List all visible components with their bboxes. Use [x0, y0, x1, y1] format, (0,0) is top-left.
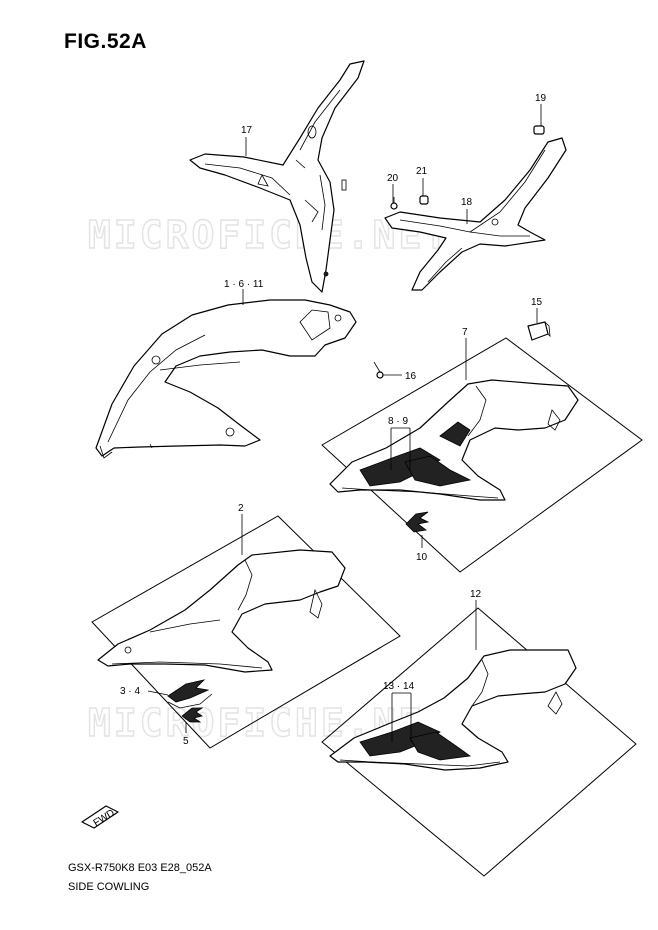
- part-5-emblem[interactable]: [181, 707, 204, 723]
- box-12-assembly: [321, 607, 637, 877]
- part-18-bracket[interactable]: [384, 137, 567, 291]
- callout-17: 17: [241, 125, 253, 136]
- callout-12: 12: [470, 589, 482, 600]
- part-15-cushion[interactable]: [527, 321, 551, 341]
- part-10-emblem[interactable]: [405, 511, 430, 533]
- part-21-nut[interactable]: [419, 195, 429, 205]
- part-20-screw[interactable]: [390, 197, 398, 210]
- part-1-6-11-side-cowl[interactable]: [95, 299, 357, 459]
- callout-5: 5: [183, 736, 189, 747]
- callout-3-4: 3 · 4: [120, 686, 140, 697]
- callout-10: 10: [416, 552, 428, 563]
- callout-15: 15: [531, 297, 543, 308]
- figure-title: FIG.52A: [64, 30, 147, 53]
- callout-20: 20: [387, 173, 399, 184]
- callout-21: 21: [416, 166, 428, 177]
- part-19-nut[interactable]: [533, 125, 545, 135]
- section-name: SIDE COWLING: [68, 881, 150, 893]
- callout-16: 16: [405, 371, 417, 382]
- fwd-direction-badge: FWD: [81, 805, 119, 829]
- part-3-4-stripe-decal[interactable]: [167, 679, 213, 709]
- callout-2: 2: [238, 503, 244, 514]
- callout-13-14: 13 · 14: [383, 681, 415, 692]
- callout-1-6-11: 1 · 6 · 11: [224, 279, 264, 290]
- model-code: GSX-R750K8 E03 E28_052A: [68, 862, 212, 874]
- callout-8-9: 8 · 9: [388, 416, 408, 427]
- part-7-side-cowl-left[interactable]: [329, 379, 579, 501]
- part-16-screw[interactable]: [373, 361, 384, 379]
- callout-18: 18: [461, 197, 473, 208]
- part-2-side-cowl-right[interactable]: [97, 549, 346, 673]
- callout-7: 7: [462, 327, 468, 338]
- box-2-assembly: [91, 515, 401, 749]
- part-17-inner-panel[interactable]: [189, 60, 365, 293]
- callout-19: 19: [535, 93, 547, 104]
- part-12-side-cowl[interactable]: [329, 649, 577, 771]
